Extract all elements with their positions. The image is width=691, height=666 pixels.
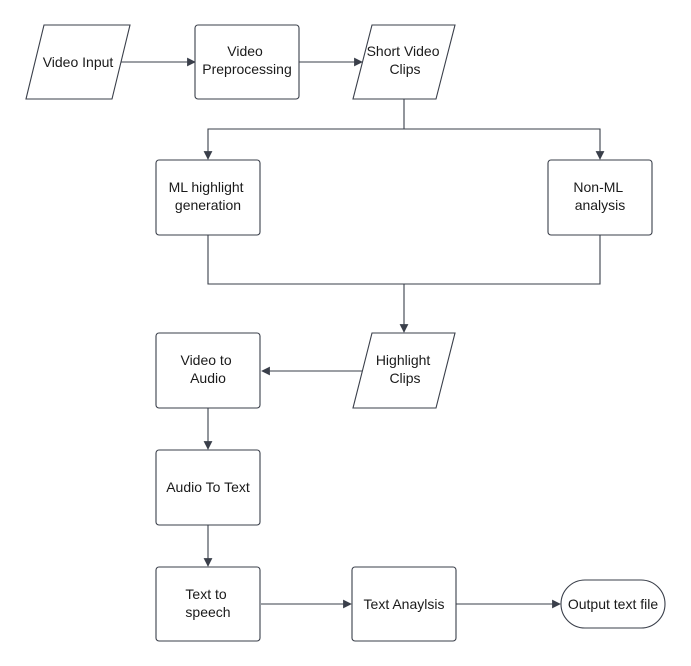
edge-short-clips-to-non-ml — [404, 128, 605, 160]
svg-text:Video to Audio: Video to Audio — [180, 352, 235, 386]
edge-non-ml-to-highlight-clips — [404, 235, 601, 285]
node-video-preprocessing: Video Preprocessing — [194, 24, 300, 100]
node-label-line: Short Video — [367, 43, 440, 59]
edge-ml-highlight-to-highlight-clips — [207, 235, 409, 333]
svg-text:Text to speech: Text to speech — [185, 586, 230, 620]
connectors — [118, 57, 605, 609]
node-label-line: Video — [227, 43, 263, 59]
node-label-line: Audio — [190, 370, 226, 386]
node-label-line: Clips — [389, 61, 420, 77]
node-label-line: Video Input — [43, 54, 114, 70]
svg-text:Short Video Clips: Short Video Clips — [367, 43, 444, 77]
node-audio-to-text: Audio To Text — [155, 449, 261, 526]
node-label-line: generation — [175, 197, 241, 213]
node-label-line: Text to — [185, 586, 226, 602]
node-label-line: Highlight — [376, 352, 431, 368]
svg-text:Video Preprocessing: Video Preprocessing — [202, 43, 292, 77]
node-video-to-audio: Video to Audio — [155, 332, 261, 409]
node-label-line: Video to — [180, 352, 231, 368]
svg-text:Non-ML analysis: Non-ML analysis — [573, 179, 626, 213]
svg-text:Text Anaylsis: Text Anaylsis — [364, 596, 445, 612]
node-label-line: Preprocessing — [202, 61, 292, 77]
node-label-line: speech — [185, 604, 230, 620]
node-label-line: ML highlight — [169, 179, 244, 195]
node-short-video-clips: Short Video Clips — [352, 24, 456, 100]
node-label-line: Audio To Text — [166, 479, 250, 495]
node-video-input: Video Input — [25, 24, 131, 100]
edge-short-clips-to-ml-highlight — [203, 98, 405, 160]
svg-text:ML highlight generation: ML highlight generation — [169, 179, 248, 213]
node-highlight-clips: Highlight Clips — [352, 332, 456, 409]
node-label-line: analysis — [575, 197, 626, 213]
node-label-line: Non-ML — [573, 179, 623, 195]
node-label-line: Output text file — [568, 596, 658, 612]
node-text-to-speech: Text to speech — [155, 566, 261, 642]
svg-text:Audio To Text: Audio To Text — [166, 479, 250, 495]
node-ml-highlight-generation: ML highlight generation — [155, 159, 261, 236]
svg-text:Output text file: Output text file — [568, 596, 658, 612]
node-label-line: Clips — [389, 370, 420, 386]
node-text-analysis: Text Anaylsis — [351, 566, 457, 642]
node-label-line: Text Anaylsis — [364, 596, 445, 612]
node-output-text-file: Output text file — [560, 579, 666, 629]
node-non-ml-analysis: Non-ML analysis — [547, 159, 653, 236]
svg-text:Highlight Clips: Highlight Clips — [376, 352, 434, 386]
svg-text:Video Input: Video Input — [43, 54, 114, 70]
